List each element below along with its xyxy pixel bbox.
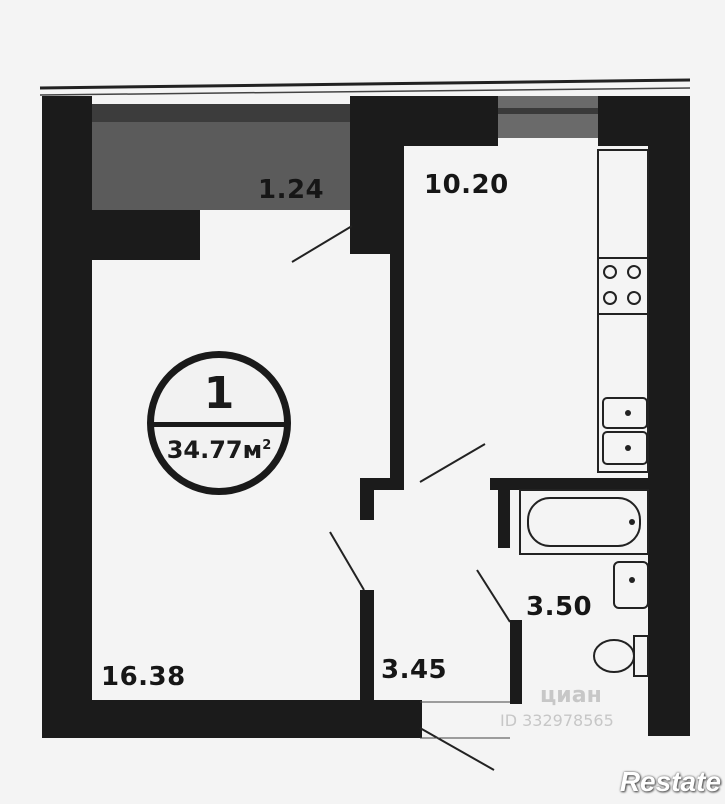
frame-line: [39, 78, 691, 90]
wall-right: [648, 96, 690, 736]
wall-bottom: [42, 700, 422, 738]
bathroom-sink: [613, 561, 649, 609]
hallway-area-label: 3.45: [381, 655, 448, 685]
door-living: [329, 531, 365, 591]
door-bath: [476, 569, 511, 623]
listing-id-watermark: ID 332978565: [500, 711, 614, 730]
wall-partition: [390, 146, 404, 482]
window-kitchen: [498, 96, 598, 138]
kitchen-area-label: 10.20: [424, 170, 509, 200]
wall-left: [42, 96, 92, 738]
total-area: 34.77м2: [166, 436, 272, 464]
door-entry: [419, 727, 495, 771]
wall-bath-left: [510, 620, 522, 704]
wall-top-right-2: [598, 96, 690, 146]
restate-logo: Restate: [619, 766, 721, 797]
wall-bath-top: [490, 478, 650, 490]
wall-living-hall: [360, 590, 374, 702]
apartment-badge: 1 34.77м2: [147, 351, 291, 495]
door-balcony: [291, 225, 353, 263]
badge-divider: [154, 422, 284, 427]
bathtub: [519, 489, 649, 555]
frame-line: [39, 87, 691, 96]
wall-balcony: [92, 210, 200, 260]
bathroom-area-label: 3.50: [526, 592, 593, 622]
kitchen-sink: [602, 397, 648, 429]
room-count: 1: [203, 368, 235, 419]
stove: [597, 257, 649, 315]
cian-watermark: циан: [540, 683, 602, 708]
living-area-label: 16.38: [101, 662, 186, 692]
door-kitchen: [419, 443, 486, 483]
balcony-area-label: 1.24: [258, 175, 325, 205]
